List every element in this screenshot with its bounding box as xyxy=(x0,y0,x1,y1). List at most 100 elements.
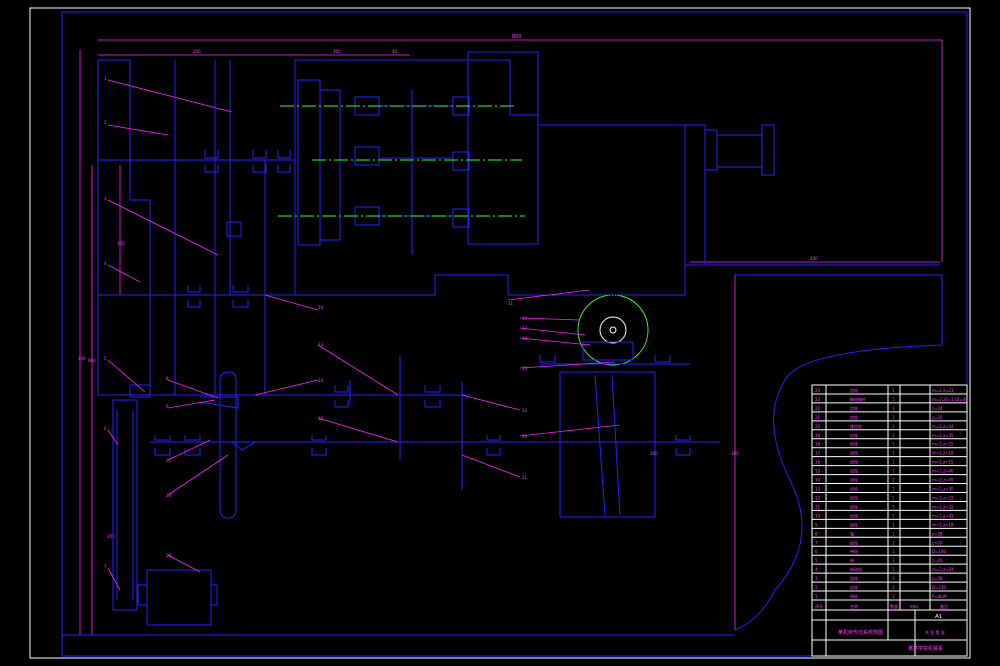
parts-row-name: 齿轮 xyxy=(850,450,858,456)
parts-row-qty: 1 xyxy=(892,469,895,474)
header-no: 序号 xyxy=(815,603,823,609)
worm-wheel-hub xyxy=(599,316,627,344)
dim-right-label: 400 xyxy=(810,256,818,261)
dim-left-label-1: 400 xyxy=(78,356,86,361)
parts-row-qty: 1 xyxy=(892,504,895,509)
parts-row-note: m=2,z=45 xyxy=(932,478,954,483)
parts-row-qty: 1 xyxy=(892,424,895,429)
worm-housing xyxy=(582,341,634,361)
parts-row-no: 21 xyxy=(815,415,821,420)
bevel-gear xyxy=(230,441,257,451)
parts-row-no: 2 xyxy=(815,585,818,590)
parts-row-qty: 1 xyxy=(892,558,895,563)
parts-row-qty: 1 xyxy=(892,442,895,447)
dim-left-label-3: 300 xyxy=(117,241,125,246)
parts-row-no: 20 xyxy=(815,424,821,429)
dim-a-label: 200 xyxy=(193,49,201,54)
parts-row-qty: 1 xyxy=(892,460,895,465)
spindle-end-2 xyxy=(452,151,470,171)
parts-row-qty: 1 xyxy=(892,406,895,411)
parts-row-note: z=38 xyxy=(932,576,943,581)
parts-row-no: 16 xyxy=(815,460,821,465)
parts-row-name: 齿轮 xyxy=(850,405,858,411)
part-label-14: 14 xyxy=(318,378,324,383)
gear-block xyxy=(226,221,242,237)
parts-row-no: 3 xyxy=(815,576,818,581)
parts-row-note: z=50 xyxy=(932,540,943,545)
spindle-plate xyxy=(297,79,321,246)
part-label-10: 10 xyxy=(318,305,324,310)
parts-row-name: 带 xyxy=(850,558,854,563)
parts-row-note: D=140 xyxy=(932,585,947,590)
worm-wheel xyxy=(577,294,649,366)
parts-row-name: 齿轮 xyxy=(850,441,858,447)
parts-row-note: P=4kW xyxy=(932,594,947,599)
spindle-box xyxy=(467,51,539,245)
parts-row-no: 12 xyxy=(815,495,821,500)
part-label-13: 13 xyxy=(318,342,324,347)
gear-x1 xyxy=(539,355,556,363)
parts-row-qty: 1 xyxy=(892,415,895,420)
parts-row-qty: 1 xyxy=(892,478,895,483)
parts-row-name: 齿轮 xyxy=(850,387,858,393)
spindle-2 xyxy=(354,146,380,166)
clutch-sleeve xyxy=(219,371,237,519)
spindle-end-3 xyxy=(452,208,470,228)
parts-row-name: 齿轮 xyxy=(850,521,858,527)
part-label-1: 1 xyxy=(104,76,107,81)
parts-row-name: 齿轮 xyxy=(850,486,858,492)
part-label-5: 5 xyxy=(104,356,107,361)
dim-mid-label-1: 300 xyxy=(731,451,739,456)
sheet-label: 共 张 第 张 xyxy=(925,629,945,635)
parts-row-no: 18 xyxy=(815,442,821,447)
parts-row-no: 6 xyxy=(815,549,818,554)
parts-row-qty: 1 xyxy=(892,495,895,500)
parts-list-frame xyxy=(811,384,968,657)
parts-row-note: z=20 xyxy=(932,558,943,563)
table-column xyxy=(559,371,656,518)
parts-row-qty: 1 xyxy=(892,540,895,545)
drive-motor-fan xyxy=(210,584,218,606)
parts-row-qty: 1 xyxy=(892,585,895,590)
parts-row-name: 锥齿轮 xyxy=(850,423,862,429)
parts-row-note: m=2,z=21 xyxy=(932,388,954,393)
parts-row-name: 齿轮 xyxy=(850,512,858,518)
leader-lines xyxy=(107,79,621,591)
parts-row-qty: 1 xyxy=(892,576,895,581)
motor-mount xyxy=(684,124,706,266)
spindle-flange xyxy=(319,89,341,241)
parts-row-note: m=2,z1=1,z2=40 xyxy=(932,397,968,402)
drive-motor-shaft xyxy=(137,584,148,606)
frame-left-column xyxy=(97,59,151,396)
clutch-arm xyxy=(199,396,239,409)
part-number-labels: 1 2 3 4 5 6 7 8 9 10 11 12 13 14 15 16 1… xyxy=(104,76,528,569)
part-label-12: 12 xyxy=(522,408,528,413)
parts-row-name: 齿轮 xyxy=(850,432,858,438)
parts-row-qty: 1 xyxy=(892,531,895,536)
part-label-7: 7 xyxy=(104,564,107,569)
bearing-block xyxy=(129,384,151,398)
bed-break-line xyxy=(734,274,943,631)
parts-row-name: 齿轮 xyxy=(850,414,858,420)
parts-row-note: m=2,z=44 xyxy=(932,424,954,429)
inner-border xyxy=(61,11,968,657)
belt-guard xyxy=(112,399,138,611)
parts-row-name: 蜗轮蜗杆 xyxy=(850,396,866,402)
parts-row-note: m=2,z=42 xyxy=(932,513,954,518)
dim-c-label: 40 xyxy=(392,49,398,54)
drawing-name: 某机床传动系统简图 xyxy=(838,629,883,636)
part-label-17: 17 xyxy=(522,326,528,331)
motor-body xyxy=(716,134,763,168)
parts-row-name: 齿轮 xyxy=(850,477,858,483)
parts-row-name: 带轮 xyxy=(850,593,858,599)
table-screw-left xyxy=(594,374,606,516)
part-label-4: 4 xyxy=(104,261,107,266)
parts-row-no: 11 xyxy=(815,504,821,509)
parts-row-name: 轴 xyxy=(850,530,854,536)
dim-b-label: 300 xyxy=(333,49,341,54)
parts-row-qty: 1 xyxy=(892,549,895,554)
parts-row-no: 9 xyxy=(815,522,818,527)
